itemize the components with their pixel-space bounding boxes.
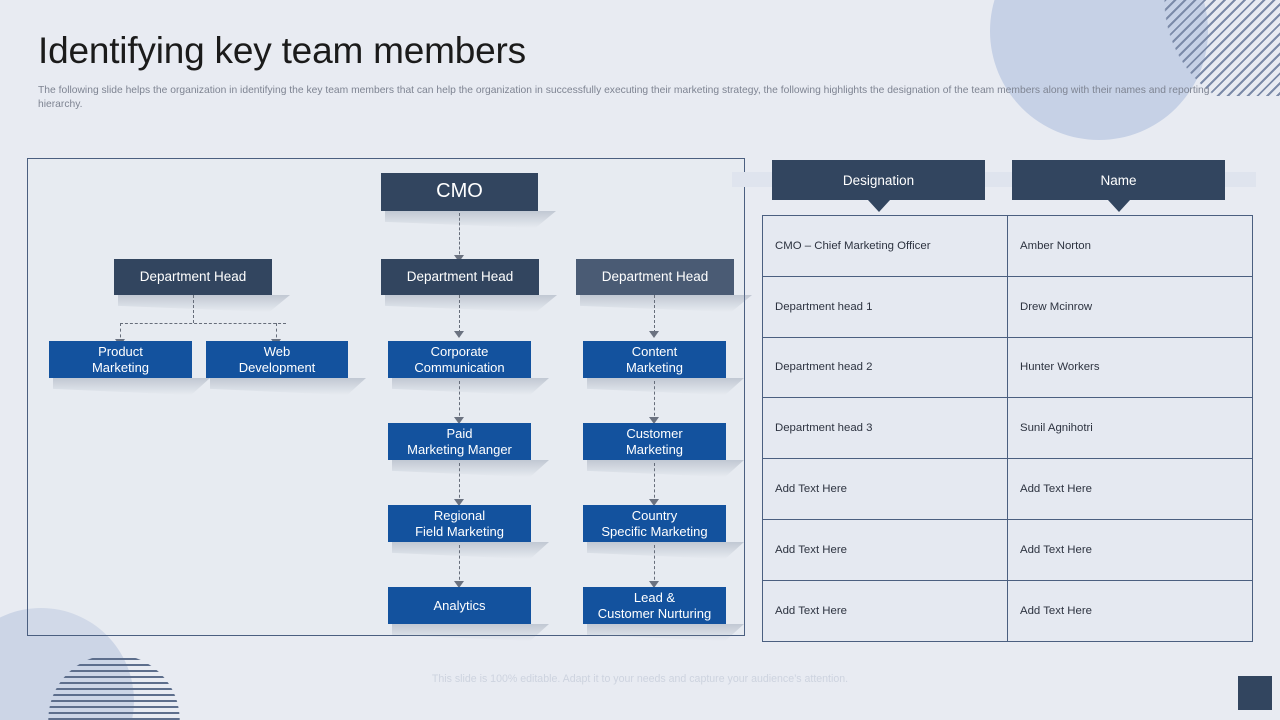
org-node-customer-marketing-label-line2: Marketing (625, 441, 684, 457)
org-node-content-marketing-label-line2: Marketing (625, 359, 684, 375)
connector-customer-to-country (654, 463, 655, 503)
org-node-product-marketing[interactable]: Product Marketing (49, 341, 192, 378)
decorative-circle-top-right (990, 0, 1208, 140)
arrowhead-content-to-customer (649, 417, 659, 424)
arrowhead-regional-to-analytics (454, 581, 464, 588)
org-chart-panel: CMO Department Head Department Head Depa… (27, 158, 745, 636)
org-node-web-development-label-line2: Development (238, 359, 316, 375)
table-header-designation: Designation (772, 160, 985, 200)
page-title: Identifying key team members (38, 30, 526, 71)
page-subtitle: The following slide helps the organizati… (38, 85, 1210, 110)
table-row[interactable]: Add Text Here Add Text Here (762, 458, 1253, 520)
table-row[interactable]: Department head 3 Sunil Agnihotri (762, 397, 1253, 460)
connector-dept3-to-content (654, 295, 655, 333)
cell-designation[interactable]: Add Text Here (762, 518, 1008, 581)
connector-dept1-to-web (276, 323, 277, 343)
table-row[interactable]: Add Text Here Add Text Here (762, 579, 1253, 642)
org-node-content-marketing-label-line1: Content (631, 344, 678, 360)
table-body: CMO – Chief Marketing Officer Amber Nort… (762, 215, 1253, 642)
connector-paid-to-regional (459, 463, 460, 503)
connector-dept1-bracket (120, 323, 286, 324)
org-node-paid-marketing-manger-label-line2: Marketing Manger (407, 441, 512, 457)
org-node-regional-field-marketing[interactable]: Regional Field Marketing (388, 505, 531, 542)
cell-name[interactable]: Amber Norton (1007, 215, 1253, 277)
org-node-analytics-label: Analytics (433, 597, 486, 613)
arrowhead-customer-to-country (649, 499, 659, 506)
table-header-designation-label: Designation (842, 172, 915, 188)
footer-note: This slide is 100% editable. Adapt it to… (431, 673, 849, 685)
org-node-customer-marketing[interactable]: Customer Marketing (583, 423, 726, 460)
org-node-lead-customer-nurturing-label-line2: Customer Nurturing (597, 605, 712, 621)
org-node-paid-marketing-manger[interactable]: Paid Marketing Manger (388, 423, 531, 460)
cell-name[interactable]: Drew Mcinrow (1007, 275, 1253, 338)
org-node-corporate-communication-label-line1: Corporate (430, 344, 489, 360)
org-node-paid-marketing-manger-label-line1: Paid (446, 426, 473, 442)
org-node-regional-field-marketing-label-line2: Field Marketing (415, 523, 504, 539)
team-members-table: CMO – Chief Marketing Officer Amber Nort… (762, 215, 1253, 642)
org-node-country-specific-marketing[interactable]: Country Specific Marketing (583, 505, 726, 542)
org-node-web-development[interactable]: Web Development (206, 341, 348, 378)
table-row[interactable]: CMO – Chief Marketing Officer Amber Nort… (762, 215, 1253, 277)
org-node-dept-head-1-label: Department Head (139, 269, 247, 285)
arrowhead-country-to-lead (649, 581, 659, 588)
org-node-customer-marketing-label-line1: Customer (626, 426, 683, 442)
org-node-country-specific-marketing-label-line1: Country (631, 508, 678, 524)
org-node-analytics[interactable]: Analytics (388, 587, 531, 624)
org-node-cmo-label: CMO (436, 180, 483, 203)
connector-regional-to-analytics (459, 545, 460, 585)
org-node-dept-head-2[interactable]: Department Head (381, 259, 539, 295)
table-header-name-label: Name (1100, 172, 1137, 188)
org-node-web-development-label-line1: Web (263, 344, 291, 360)
connector-dept1-stem (193, 295, 194, 323)
org-node-country-specific-marketing-label-line2: Specific Marketing (601, 523, 708, 539)
org-node-lead-customer-nurturing[interactable]: Lead & Customer Nurturing (583, 587, 726, 624)
org-node-lead-customer-nurturing-label-line1: Lead & (633, 590, 676, 606)
org-node-corporate-communication-label-line2: Communication (414, 359, 505, 375)
connector-dept2-to-corporate (459, 295, 460, 333)
connector-corporate-to-paid (459, 381, 460, 421)
org-node-product-marketing-label-line2: Marketing (91, 359, 150, 375)
arrowhead-corporate-to-paid (454, 417, 464, 424)
decorative-diagonal-stripes-top-right (1164, 0, 1280, 96)
arrowhead-dept3-to-content (649, 331, 659, 338)
cell-designation[interactable]: Department head 3 (762, 397, 1008, 460)
cell-name[interactable]: Add Text Here (1007, 579, 1253, 642)
table-header-name: Name (1012, 160, 1225, 200)
connector-content-to-customer (654, 381, 655, 421)
cell-designation[interactable]: Department head 2 (762, 336, 1008, 399)
cell-name[interactable]: Sunil Agnihotri (1007, 397, 1253, 460)
org-node-dept-head-1[interactable]: Department Head (114, 259, 272, 295)
org-node-regional-field-marketing-label-line1: Regional (433, 508, 486, 524)
org-node-product-marketing-label-line1: Product (98, 344, 143, 360)
connector-country-to-lead (654, 545, 655, 585)
table-row[interactable]: Department head 2 Hunter Workers (762, 336, 1253, 399)
connector-cmo-to-dept2 (459, 213, 460, 259)
cell-designation[interactable]: Department head 1 (762, 275, 1008, 338)
cell-name[interactable]: Hunter Workers (1007, 336, 1253, 399)
arrowhead-paid-to-regional (454, 499, 464, 506)
cell-name[interactable]: Add Text Here (1007, 518, 1253, 581)
org-node-corporate-communication[interactable]: Corporate Communication (388, 341, 531, 378)
cell-designation[interactable]: CMO – Chief Marketing Officer (762, 215, 1008, 277)
org-node-cmo[interactable]: CMO (381, 173, 538, 211)
org-node-content-marketing[interactable]: Content Marketing (583, 341, 726, 378)
cell-designation[interactable]: Add Text Here (762, 458, 1008, 520)
arrowhead-dept2-to-corporate (454, 331, 464, 338)
table-row[interactable]: Department head 1 Drew Mcinrow (762, 275, 1253, 338)
cell-designation[interactable]: Add Text Here (762, 579, 1008, 642)
connector-dept1-to-product (120, 323, 121, 343)
cell-name[interactable]: Add Text Here (1007, 458, 1253, 520)
table-row[interactable]: Add Text Here Add Text Here (762, 518, 1253, 581)
org-node-dept-head-3[interactable]: Department Head (576, 259, 734, 295)
org-node-dept-head-3-label: Department Head (601, 269, 709, 285)
org-node-dept-head-2-label: Department Head (406, 269, 514, 285)
